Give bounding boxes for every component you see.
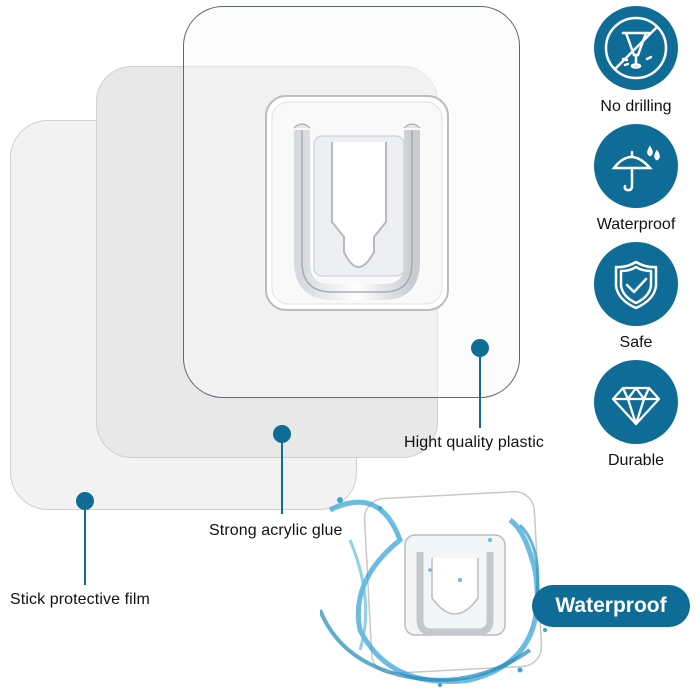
feature-waterproof: Waterproof — [574, 124, 698, 234]
callout-label-plastic: Hight quality plastic — [404, 434, 544, 451]
umbrella-rain-icon — [594, 124, 678, 208]
no-drilling-icon — [594, 6, 678, 90]
shield-check-icon — [594, 242, 678, 326]
callout-line-glue — [281, 436, 283, 514]
callout-dot-plastic — [471, 339, 489, 357]
callout-dot-film — [76, 492, 94, 510]
waterproof-badge: Waterproof — [532, 585, 690, 627]
feature-label: Safe — [619, 334, 653, 351]
feature-label: Waterproof — [596, 216, 676, 233]
callout-line-plastic — [479, 350, 481, 428]
feature-no-drilling: No drilling — [574, 6, 698, 116]
feature-label: Durable — [607, 452, 665, 469]
callout-dot-glue — [273, 425, 291, 443]
feature-label: No drilling — [600, 98, 672, 115]
feature-safe: Safe — [574, 242, 698, 352]
callout-label-film: Stick protective film — [10, 591, 150, 608]
water-splash-illustration — [320, 490, 547, 687]
hook-illustration — [265, 95, 449, 311]
diamond-icon — [594, 360, 678, 444]
feature-durable: Durable — [574, 360, 698, 470]
callout-line-film — [84, 503, 86, 585]
callout-label-glue: Strong acrylic glue — [209, 522, 343, 539]
